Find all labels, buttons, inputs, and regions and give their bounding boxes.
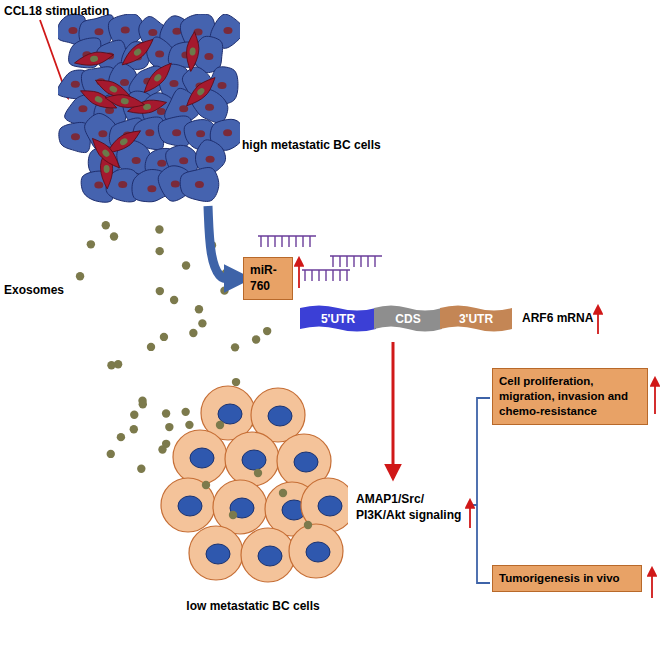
box-text: miR-760 [250, 263, 286, 294]
exosome [158, 445, 166, 453]
increase-arrow [654, 378, 656, 414]
bracket [472, 398, 490, 583]
cell-label: high metastatic BC cells [242, 138, 381, 152]
cell-label: low metastatic BC cells [158, 599, 348, 613]
exosome [162, 409, 170, 417]
exosome [156, 287, 164, 295]
exosome [165, 423, 173, 431]
cell-cluster: high metastatic BC cells [58, 14, 388, 206]
exosome [102, 221, 110, 229]
outcome-box: Cell proliferation, migration, invasion … [492, 368, 648, 425]
exosome [160, 333, 168, 341]
increase-arrow [298, 258, 300, 288]
exosome [182, 261, 190, 269]
exosome [114, 360, 122, 368]
segment-label: 5'UTR [321, 312, 355, 326]
increase-arrow [469, 500, 471, 528]
cell-cluster: low metastatic BC cells [158, 385, 348, 613]
exosome [252, 335, 260, 343]
exosome [155, 247, 163, 255]
exosome [198, 319, 206, 327]
pathway-label: AMAP1/Src/ PI3K/Akt signaling [356, 492, 466, 523]
mrna-label: ARF6 mRNA [522, 311, 593, 327]
mirna-box: miR-760 [243, 257, 293, 300]
exosome [139, 400, 147, 408]
cell-illustration [58, 14, 240, 204]
exosome [76, 272, 84, 280]
segment-label: 3'UTR [459, 312, 493, 326]
utr3-segment: 3'UTR [440, 305, 512, 332]
increase-arrow [597, 306, 599, 334]
exosome [189, 329, 197, 337]
utr5-segment: 5'UTR [300, 305, 376, 332]
stimulus-label: CCL18 stimulation [4, 4, 109, 20]
exosome [107, 450, 115, 458]
transfer-arrow [208, 206, 241, 279]
mirna-strand [302, 270, 350, 281]
exosome [117, 433, 125, 441]
mirna-strand [330, 256, 382, 267]
exosome [220, 286, 228, 294]
exosome [130, 411, 138, 419]
exosome [155, 225, 163, 233]
box-text: Tumorigenesis in vivo [499, 571, 635, 586]
exosome [263, 327, 271, 335]
outcome-box: Tumorigenesis in vivo [492, 565, 642, 592]
cds-segment: CDS [374, 305, 442, 332]
exosome [195, 305, 203, 313]
box-text: Cell proliferation, migration, invasion … [499, 374, 641, 419]
exosome-label: Exosomes [4, 283, 64, 299]
exosome [137, 465, 145, 473]
exosome [147, 343, 155, 351]
exosome [110, 232, 118, 240]
exosome [181, 408, 189, 416]
cell-illustration [158, 385, 348, 597]
up-arrows [299, 258, 655, 598]
exosome [185, 421, 193, 429]
signal-arrow [392, 342, 395, 478]
mirna-strand [258, 236, 316, 247]
exosome [87, 240, 95, 248]
segment-label: CDS [395, 312, 420, 326]
increase-arrow [651, 568, 653, 598]
exosome [130, 425, 138, 433]
exosome [232, 378, 240, 386]
exosome [231, 343, 239, 351]
exosome [170, 296, 178, 304]
